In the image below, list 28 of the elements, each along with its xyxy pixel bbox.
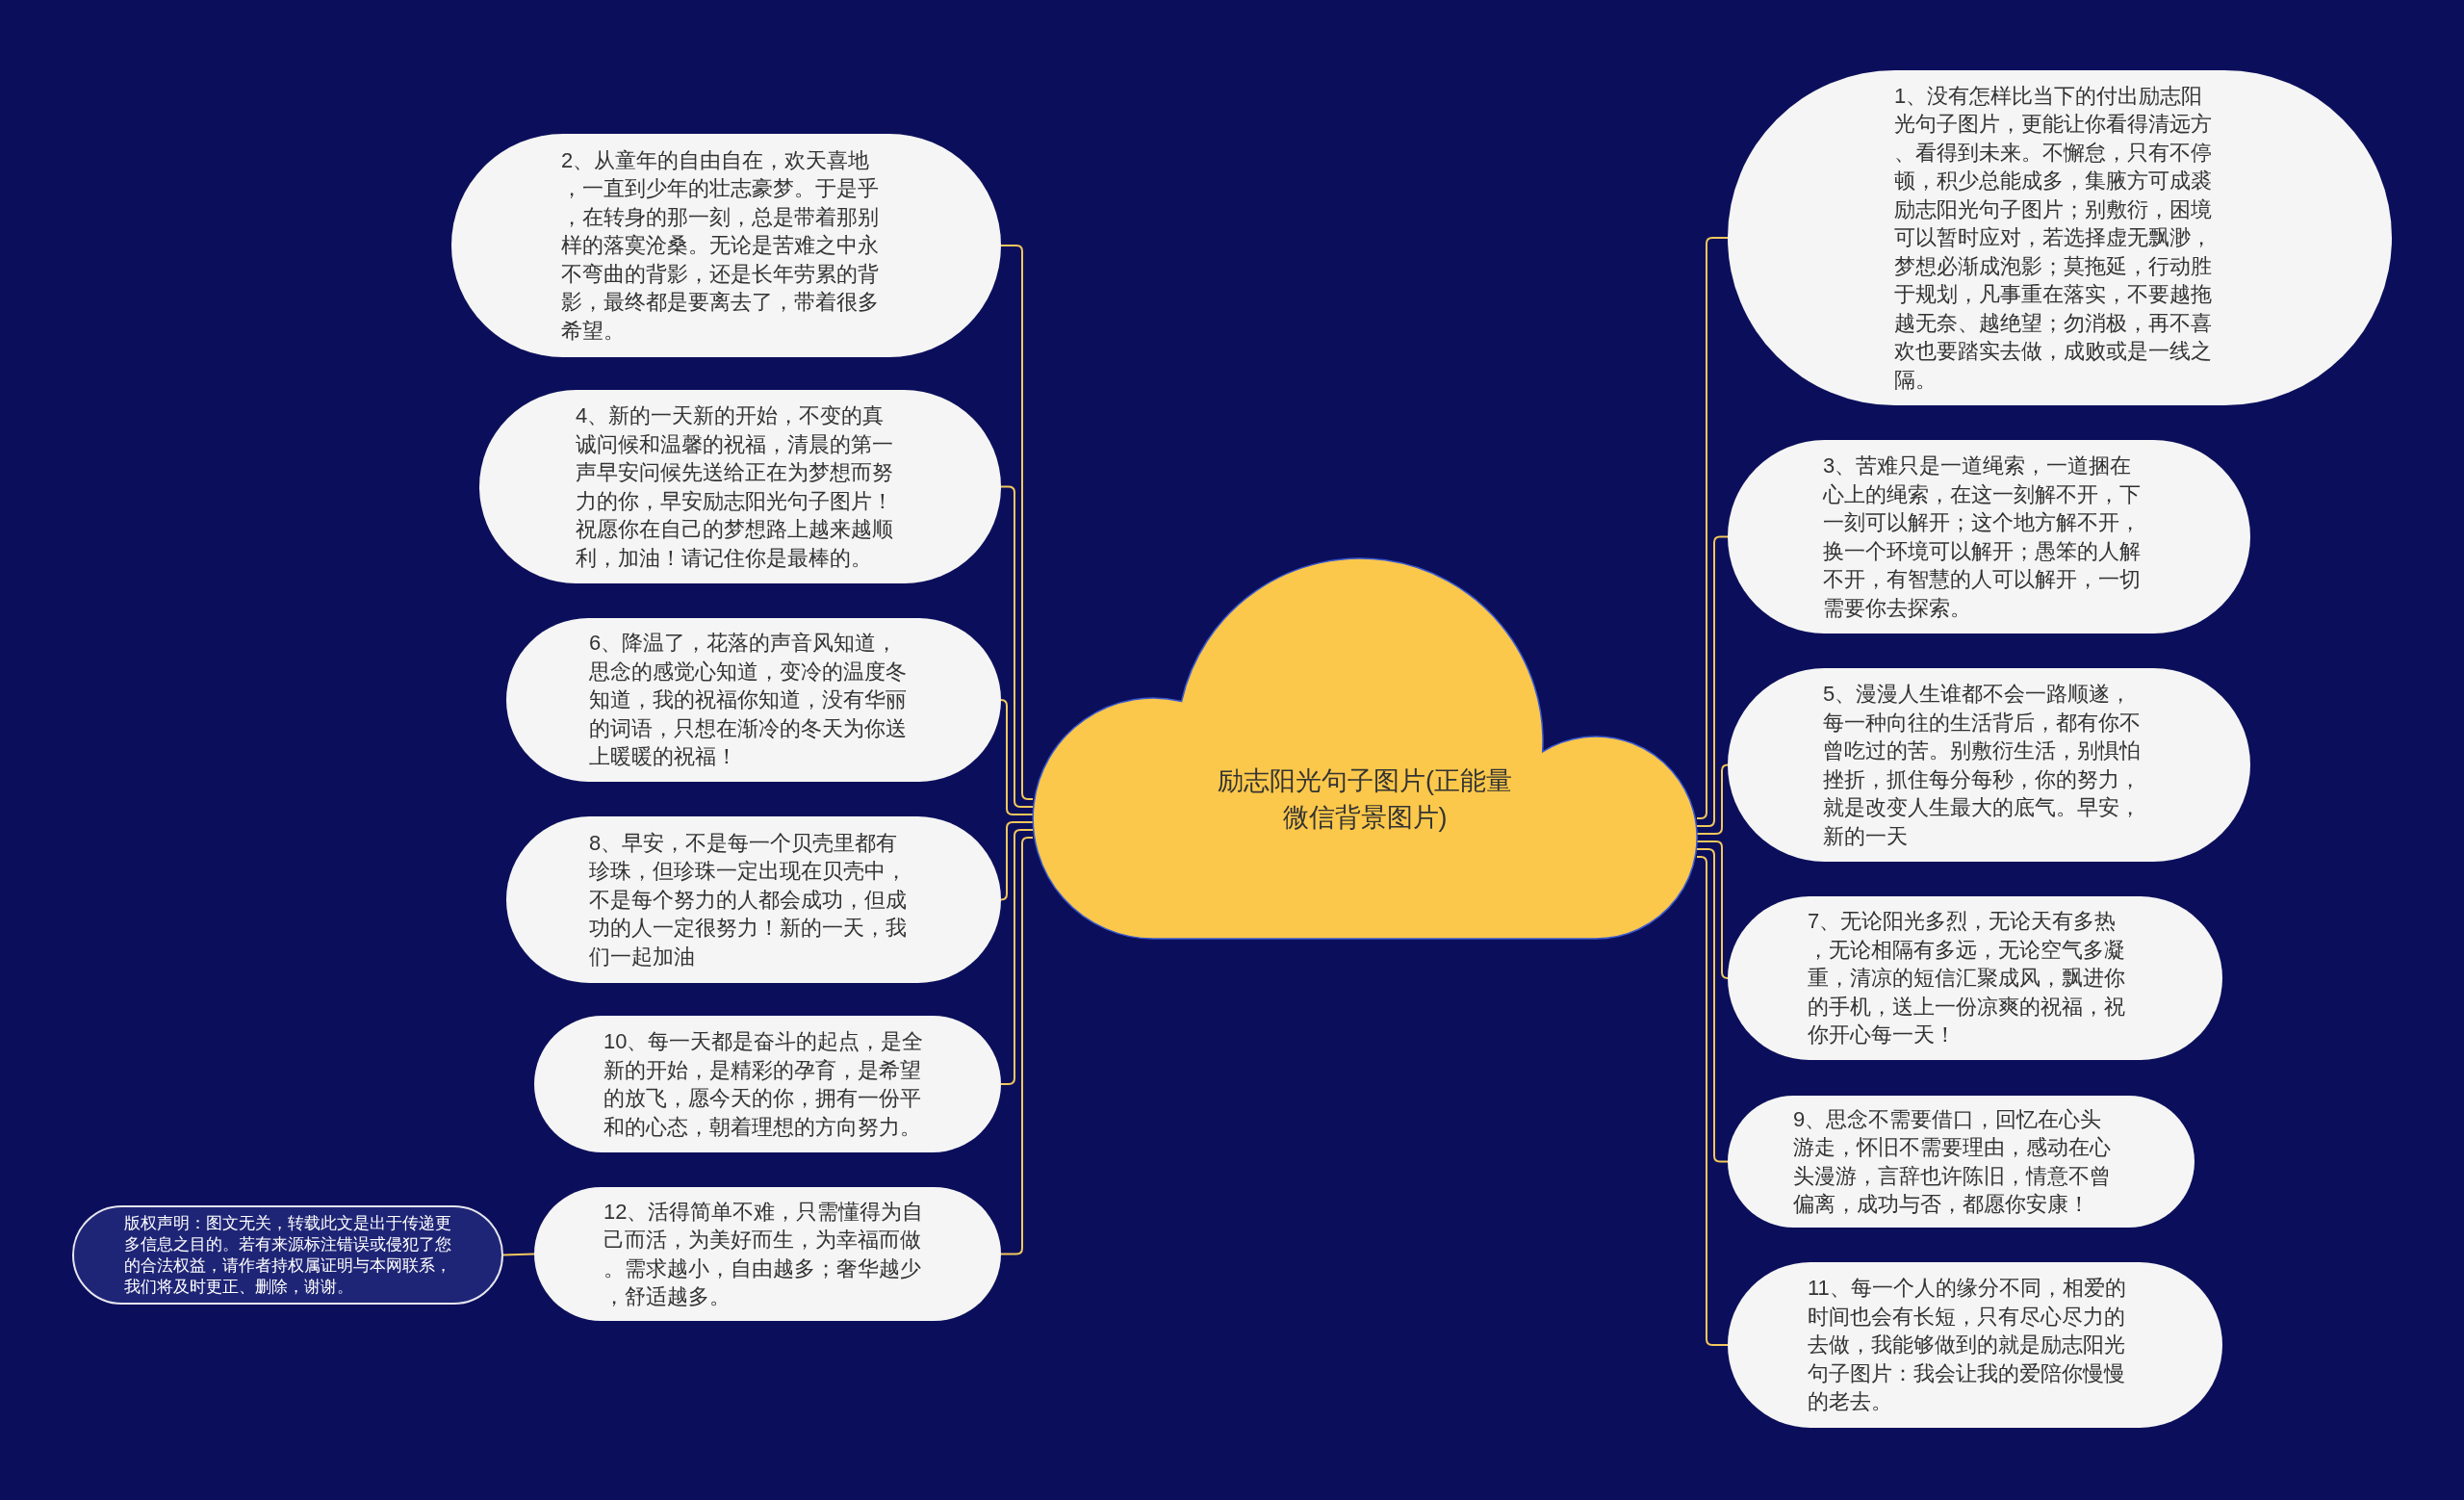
connector-line: [1696, 841, 1729, 979]
connector-line: [1696, 237, 1729, 819]
sentence-text: 10、每一天都是奋斗的起点，是全新的开始，是精彩的孕育，是希望的放飞，愿今天的你，拥有一份平和的心态，朝着理想的方向努力。: [603, 1028, 925, 1141]
sentence-text: 5、漫漫人生谁都不会一路顺遂，每一种向往的生活背后，都有你不曾吃过的苦。别敷衍生活，别惧怕挫折，抓住每分每秒，你的努力，就是改变人生最大的底气。早安，新的一天: [1823, 681, 2142, 850]
connector-line: [1696, 535, 1729, 827]
topic-text: 励志阳光句子图片(正能量微信背景图片): [1217, 765, 1513, 834]
connector-line: [502, 1253, 535, 1256]
connector-line: [1696, 856, 1729, 1346]
connector-line: [1696, 763, 1729, 835]
sentence-text: 8、早安，不是每一个贝壳里都有珍珠，但珍珠一定出现在贝壳中，不是每个努力的人都会成功，但成功的人一定很努力！新的一天，我们一起加油: [589, 829, 908, 970]
notice-text: 版权声明：图文无关，转载此文是出于传递更多信息之目的。若有来源标注错误或侵犯了您的合法权益，请作者持权属证明与本网联系，我们将及时更正、删除，谢谢。: [124, 1212, 452, 1298]
connector-line: [1000, 821, 1034, 901]
sentence-text: 3、苦难只是一道绳索，一道捆在心上的绳索，在这一刻解不开，下一刻可以解开；这个地方解不开，换一个环境可以解开；愚笨的人解不开，有智慧的人可以解开，一切需要你去探索。: [1823, 453, 2142, 622]
sentence-text: 9、思念不需要借口，回忆在心头游走，怀旧不需要理由，感动在心头漫游，言辞也许陈旧，情意不曾偏离，成功与否，都愿你安康！: [1793, 1105, 2112, 1218]
sentence-text: 6、降温了，花落的声音风知道，思念的感觉心知道，变冷的温度冬知道，我的祝福你知道，没有华丽的词语，只想在渐冷的冬天为你送上暖暖的祝福！: [589, 630, 908, 771]
connector-line: [1000, 699, 1034, 815]
sentence-text: 11、每一个人的缘分不同，相爱的时间也会有长短，只有尽心尽力的去做，我能够做到的就是励志阳光句子图片：我会让我的爱陪你慢慢的老去。: [1808, 1275, 2127, 1416]
sentence-text: 7、无论阳光多烈，无论天有多热，无论相隔有多远，无论空气多凝重，清凉的短信汇聚成风，飘进你的手机，送上一份凉爽的祝福，祝你开心每一天！: [1808, 908, 2126, 1049]
connector-line: [1000, 829, 1034, 1085]
cloud-shape: [1033, 558, 1697, 939]
connector-line: [1000, 245, 1034, 800]
sentence-text: 2、从童年的自由自在，欢天喜地，一直到少年的壮志豪梦。于是乎，在转身的那一刻，总是带着那别样的落寞沧桑。无论是苦难之中永不弯曲的背影，还是长年劳累的背影，最终都是要离去了，带着很多希望。: [561, 146, 880, 345]
sentence-text: 1、没有怎样比当下的付出励志阳光句子图片，更能让你看得清远方、看得到未来。不懈怠，只有不停顿，积少总能成多，集腋方可成裘励志阳光句子图片；别敷衍，困境可以暂时应对，若选择虚无飘渺，梦想必渐成泡影；莫拖延，行动胜于规划，凡事重在落实，不要越拖越无奈、越绝望；勿消极，再不喜欢也要踏实去做，成败或是一线之隔。: [1894, 82, 2213, 394]
connector-line: [1000, 485, 1034, 808]
sentence-text: 4、新的一天新的开始，不变的真诚问候和温馨的祝福，清晨的第一声早安问候先送给正在为梦想而努力的你，早安励志阳光句子图片！祝愿你在自己的梦想路上越来越顺利，加油！请记住你是最棒的。: [576, 402, 894, 572]
connector-line: [1000, 837, 1034, 1255]
connector-line: [1696, 848, 1729, 1163]
sentence-text: 12、活得简单不难，只需懂得为自己而活，为美好而生，为幸福而做。需求越小，自由越多；奢华越少，舒适越多。: [603, 1198, 925, 1310]
